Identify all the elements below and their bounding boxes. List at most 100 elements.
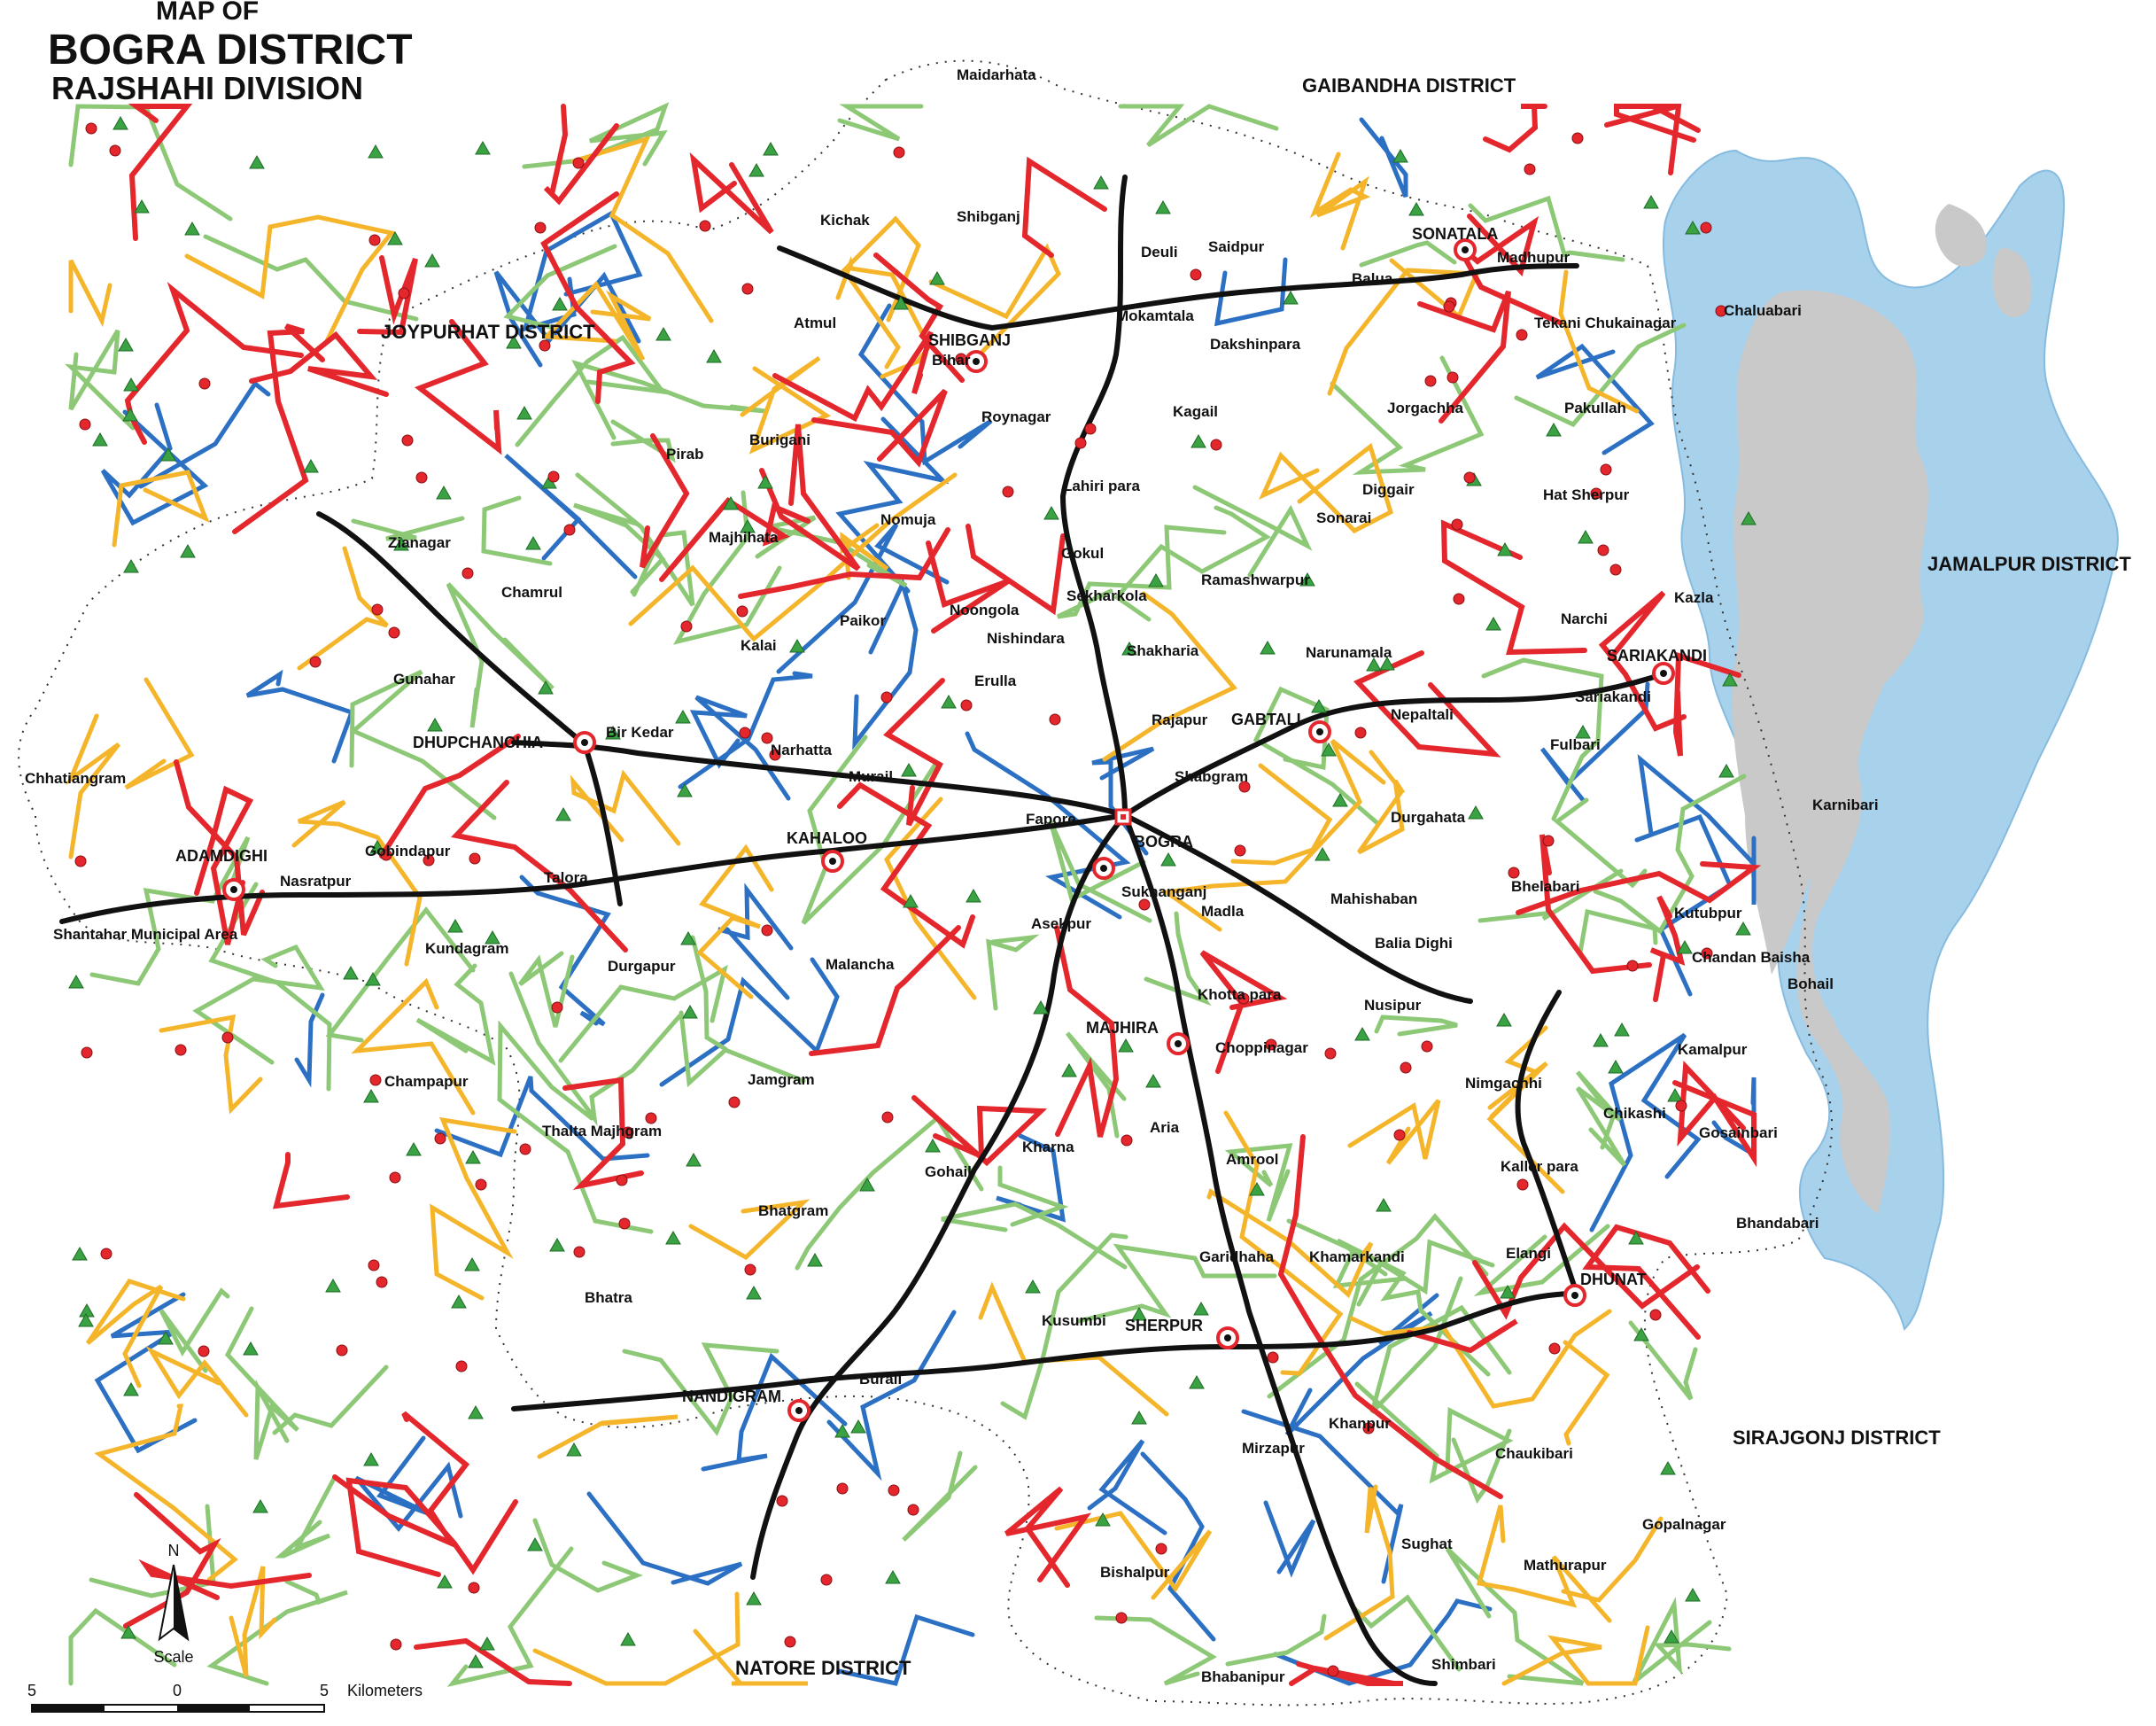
place-label: Narchi xyxy=(1561,610,1608,627)
upazila-road xyxy=(1514,323,1687,428)
place-label: Chhatiangram xyxy=(25,770,126,787)
upazila-hq-icon xyxy=(222,878,245,901)
market-triangle-icon xyxy=(1628,1230,1644,1245)
regional-road xyxy=(1004,1486,1091,1588)
market-triangle-icon xyxy=(72,1246,88,1261)
upazila-road xyxy=(571,359,766,440)
place-label: Saidpur xyxy=(1208,238,1265,255)
market-triangle-icon xyxy=(1145,1073,1161,1088)
regional-road xyxy=(689,152,774,235)
market-triangle-icon xyxy=(1148,572,1164,587)
market-triangle-icon xyxy=(1189,1374,1205,1389)
union-road xyxy=(776,523,950,674)
market-triangle-icon xyxy=(368,144,384,159)
upazila-road xyxy=(481,495,553,566)
market-triangle-icon xyxy=(1660,1460,1676,1475)
upazila-road xyxy=(1468,195,1625,262)
place-label: Rajapur xyxy=(1152,711,1208,728)
place-label: Chikashi xyxy=(1603,1105,1666,1122)
zila-road xyxy=(688,1199,810,1261)
union-hq-dot-icon xyxy=(1701,947,1713,960)
union-hq-dot-icon xyxy=(198,377,211,390)
upazila-road xyxy=(837,104,924,142)
market-triangle-icon xyxy=(620,1631,636,1646)
union-hq-dot-icon xyxy=(1267,1351,1279,1364)
market-triangle-icon xyxy=(929,270,945,285)
market-triangle-icon xyxy=(112,115,128,130)
place-label: Kharna xyxy=(1022,1139,1074,1155)
scale-bar: Scale 5 0 5 Kilometers xyxy=(27,1648,423,1713)
union-road xyxy=(659,957,840,1087)
union-hq-dot-icon xyxy=(680,620,693,633)
union-hq-dot-icon xyxy=(1121,1134,1133,1147)
union-hq-dot-icon xyxy=(761,924,773,937)
regional-road xyxy=(128,104,193,241)
place-label: Champapur xyxy=(384,1073,469,1090)
upazila-road xyxy=(224,1306,299,1460)
market-triangle-icon xyxy=(925,1138,941,1153)
market-triangle-icon xyxy=(464,1256,480,1271)
market-triangle-icon xyxy=(1667,1087,1683,1102)
market-triangle-icon xyxy=(475,140,491,155)
market-triangle-icon xyxy=(941,694,957,709)
union-hq-dot-icon xyxy=(1138,898,1151,911)
market-triangle-icon xyxy=(680,930,696,945)
union-hq-dot-icon xyxy=(1002,486,1014,498)
union-road xyxy=(100,402,209,526)
upazila-road xyxy=(1578,908,1658,955)
place-label: Jamgram xyxy=(748,1071,815,1088)
regional-roads xyxy=(123,104,1762,1686)
upazila-road xyxy=(1374,1015,1458,1037)
market-triangle-icon xyxy=(243,1341,259,1356)
union-hq-dot-icon xyxy=(1210,439,1222,451)
place-label: Kaller para xyxy=(1501,1158,1578,1175)
upazila-road xyxy=(1553,797,1648,889)
place-label: Shabgram xyxy=(1175,768,1248,785)
upazila-road xyxy=(192,944,325,1065)
union-hq-dot-icon xyxy=(1548,1342,1561,1355)
union-hq-dot-icon xyxy=(1453,593,1465,605)
union-hq-dot-icon xyxy=(761,732,773,744)
place-label: Chandan Baisha xyxy=(1692,949,1811,966)
zila-road xyxy=(1558,269,1640,414)
union-hq-dot-icon xyxy=(1508,867,1520,879)
place-label: Ramashwarpur xyxy=(1201,571,1310,588)
union-hq-dot-icon xyxy=(1234,844,1246,857)
upazila-road xyxy=(1593,774,1747,935)
place-label: Bhabanipur xyxy=(1201,1668,1285,1685)
place-label: Mirzapur xyxy=(1242,1440,1305,1457)
union-hq-dot-icon xyxy=(551,1001,563,1014)
jamuna-river xyxy=(1662,149,2119,1331)
upazila-road xyxy=(89,836,251,986)
union-hq-dot-icon xyxy=(820,1574,833,1586)
market-triangle-icon xyxy=(1608,1059,1624,1074)
market-triangle-icon xyxy=(427,717,443,732)
regional-road xyxy=(1407,1318,1518,1354)
market-triangle-icon xyxy=(1496,1012,1512,1027)
union-hq-dot-icon xyxy=(468,1582,480,1594)
label-gaibandha-district: GAIBANDHA DISTRICT xyxy=(1302,74,1516,97)
market-triangle-icon xyxy=(1593,1032,1609,1047)
upazila-road xyxy=(68,104,233,222)
market-triangle-icon xyxy=(123,558,139,573)
union-hq-dot-icon xyxy=(881,1111,894,1123)
market-triangle-icon xyxy=(1741,510,1757,525)
union-hq-dot-icon xyxy=(1446,371,1459,384)
place-label: Nimgachhi xyxy=(1465,1075,1542,1092)
market-triangle-icon xyxy=(343,965,359,980)
market-triangle-icon xyxy=(675,709,691,724)
union-hq-dot-icon xyxy=(1571,132,1584,144)
upazila-hq-icon xyxy=(1652,662,1675,685)
market-triangle-icon xyxy=(746,1285,762,1300)
regional-road xyxy=(345,1477,518,1577)
union-hq-dot-icon xyxy=(1626,960,1639,972)
place-label: Thalta Majhgram xyxy=(542,1123,662,1139)
market-triangle-icon xyxy=(92,432,108,447)
upazila-road xyxy=(1336,1238,1491,1377)
upazila-hq-icon xyxy=(1092,857,1115,880)
upazila-road xyxy=(1000,1232,1128,1420)
place-label: Mokamtala xyxy=(1116,307,1194,324)
place-label: Madla xyxy=(1201,903,1245,920)
place-label: Fapore xyxy=(1026,811,1076,828)
